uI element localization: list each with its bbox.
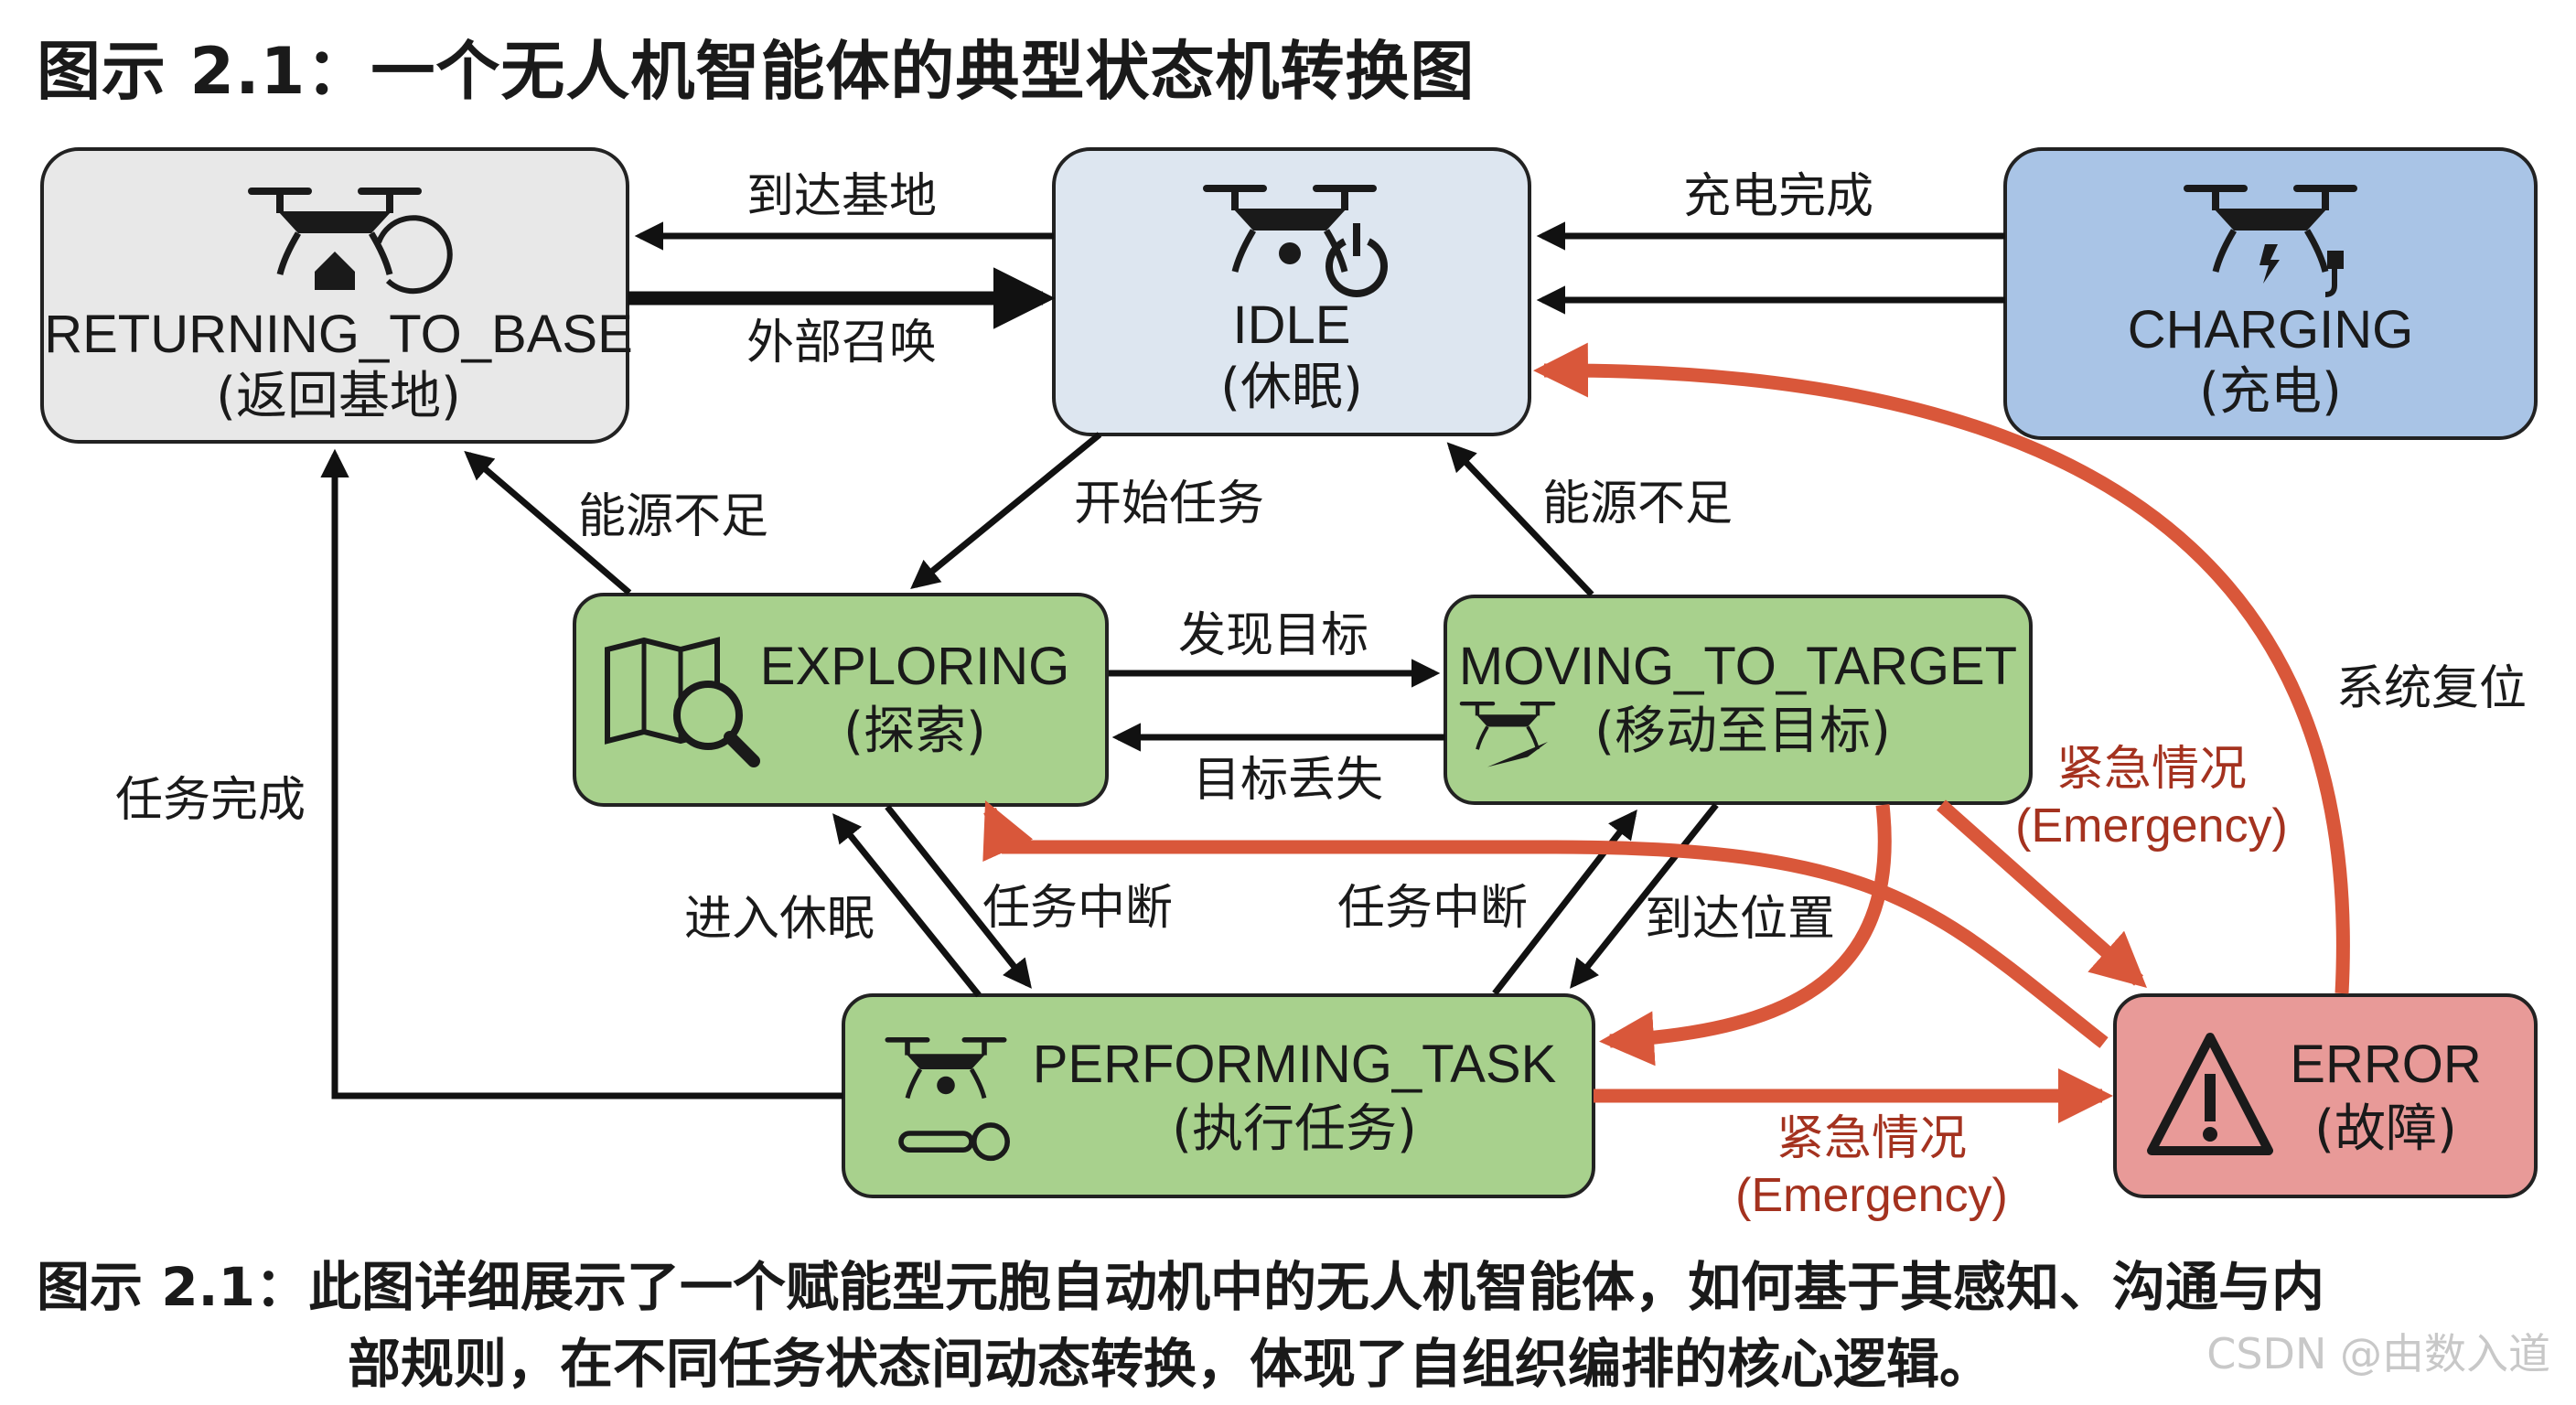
arrow-start-task <box>910 432 1102 589</box>
label-emergency-upper-cn: 紧急情况 <box>2056 742 2247 797</box>
label-low-energy-left: 能源不足 <box>578 489 768 544</box>
caption-line-1: 图示 2.1：此图详细展示了一个赋能型元胞自动机中的无人机智能体，如何基于其感知… <box>37 1256 2324 1318</box>
arrow-task-done <box>320 448 843 1099</box>
page-title: 图示 2.1：一个无人机智能体的典型状态机转换图 <box>37 34 1476 109</box>
red-transitions <box>982 342 2350 1123</box>
state-returning-to-base: RETURNING_TO_BASE (返回基地) <box>40 147 633 444</box>
state-cn-label: (探索) <box>843 702 986 761</box>
map-search-icon <box>605 637 760 767</box>
arrow-error-exploring <box>982 800 2109 1048</box>
label-enter-sleep: 进入休眠 <box>684 892 875 947</box>
state-cn-label: (移动至目标) <box>1594 702 1891 761</box>
arrow-moving-performing-red <box>1599 804 1892 1067</box>
label-charge-done: 充电完成 <box>1683 169 1873 224</box>
state-idle: IDLE (休眠) <box>1052 147 1531 436</box>
label-emergency-lower-en: (Emergency) <box>1735 1169 2008 1222</box>
state-name: RETURNING_TO_BASE <box>44 305 633 364</box>
label-target-lost: 目标丢失 <box>1193 753 1383 808</box>
label-external-call: 外部召唤 <box>746 316 937 370</box>
state-cn-label: (返回基地) <box>216 367 461 426</box>
arrow-low-energy-right <box>1446 442 1594 597</box>
drone-home-icon <box>248 188 453 295</box>
label-task-interrupt-right: 任务中断 <box>1337 881 1528 936</box>
figure-caption: 图示 2.1：此图详细展示了一个赋能型元胞自动机中的无人机智能体，如何基于其感知… <box>37 1249 2543 1402</box>
state-name: IDLE <box>1233 295 1351 355</box>
label-system-reset: 系统复位 <box>2336 661 2527 716</box>
label-emergency-upper-en: (Emergency) <box>2015 799 2288 853</box>
label-task-interrupt-left: 任务中断 <box>982 881 1173 936</box>
watermark: CSDN @由数入道 <box>2206 1329 2550 1378</box>
arrow-system-reset <box>1533 342 2350 994</box>
black-transitions <box>320 221 2005 1099</box>
label-task-done: 任务完成 <box>115 773 306 828</box>
label-arrive-position: 到达位置 <box>1645 892 1835 947</box>
arrow-arrive-position <box>1570 802 1719 989</box>
state-error: ERROR (故障) <box>2113 993 2538 1198</box>
arrow-low-energy-left <box>464 450 632 595</box>
state-cn-label: (休眠) <box>1220 358 1363 417</box>
caption-line-2: 部规则，在不同任务状态间动态转换，体现了自组织编排的核心逻辑。 <box>348 1333 1993 1395</box>
arrow-task-interrupt-left <box>885 804 1032 989</box>
drone-charging-icon <box>2184 185 2357 297</box>
drone-tools-icon <box>886 1037 1010 1162</box>
label-emergency-lower-cn: 紧急情况 <box>1776 1111 1967 1166</box>
arrow-enter-sleep <box>832 813 982 998</box>
label-low-energy-right: 能源不足 <box>1542 477 1733 531</box>
state-cn-label: (执行任务) <box>1172 1099 1417 1159</box>
state-charging: CHARGING (充电) <box>2003 147 2538 440</box>
label-start-task: 开始任务 <box>1074 477 1264 531</box>
state-moving-to-target: MOVING_TO_TARGET (移动至目标) <box>1444 595 2033 805</box>
state-name: ERROR <box>2290 1035 2481 1094</box>
warning-icon <box>2147 1033 2273 1155</box>
state-name: PERFORMING_TASK <box>1033 1035 1557 1094</box>
state-cn-label: (故障) <box>2314 1099 2457 1159</box>
drone-power-icon <box>1203 185 1388 298</box>
state-exploring: EXPLORING (探索) <box>573 593 1109 807</box>
label-target-found: 发现目标 <box>1178 608 1368 663</box>
state-cn-label: (充电) <box>2199 362 2342 422</box>
arrow-emergency-moving <box>1937 799 2147 988</box>
drone-target-icon <box>1457 700 1558 767</box>
label-arrive-base: 到达基地 <box>746 169 937 224</box>
state-name: CHARGING <box>2128 300 2414 359</box>
state-performing-task: PERFORMING_TASK (执行任务) <box>842 993 1595 1198</box>
state-name: EXPLORING <box>760 637 1069 696</box>
state-name: MOVING_TO_TARGET <box>1459 637 2017 696</box>
